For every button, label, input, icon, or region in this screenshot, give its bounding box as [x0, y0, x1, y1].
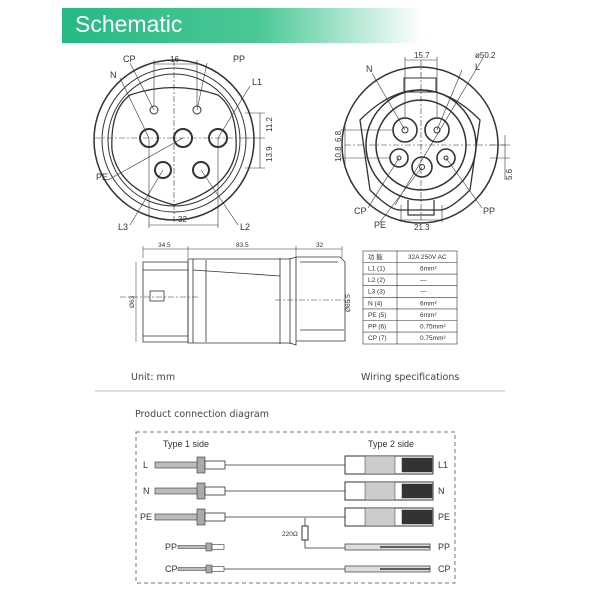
label-n: N — [110, 70, 117, 80]
type1-pin — [154, 513, 201, 521]
type1-pin — [154, 487, 201, 495]
left-pin-label: CP — [165, 564, 178, 574]
right-pin-label: PP — [438, 542, 450, 552]
table-cell-spec: 6mm² — [420, 312, 437, 319]
dim-top: 15.7 — [414, 51, 430, 60]
left-pin-label: L — [143, 460, 148, 470]
table-cell-spec: 0.75mm² — [420, 324, 446, 331]
table-cell-function: CP (7) — [368, 335, 387, 342]
dim-diameter: ø50.2 — [475, 51, 496, 60]
type2-side-label: Type 2 side — [368, 439, 414, 449]
dim-left-b: 10.8 — [334, 146, 343, 162]
label-pe: PE — [374, 220, 386, 230]
label-l1: L1 — [252, 77, 262, 87]
resistor-label: 220Ω — [282, 531, 298, 538]
table-cell-spec: — — [420, 289, 427, 296]
page-title: Schematic — [75, 11, 183, 37]
connection-row: CP CP — [165, 564, 451, 574]
dim-bottom: 32 — [178, 215, 187, 224]
connection-row: PE PE — [140, 507, 450, 527]
type1-pin — [154, 461, 201, 469]
table-cell-function: PE (5) — [368, 312, 386, 319]
left-pin-label: PP — [165, 542, 177, 552]
type1-pin — [177, 545, 207, 549]
connection-title: Product connection diagram — [135, 409, 269, 420]
label-cp: CP — [354, 206, 367, 216]
dim-right-a: 11.2 — [265, 116, 274, 132]
side-view: 34.5 83.5 32 Ø63 Ø65.5 — [120, 242, 352, 346]
left-pin-label: N — [143, 486, 150, 496]
wiring-table: 功 能 32A 250V AC L1 (1) 6mm² L2 (2) — L3 (3) —… — [362, 250, 458, 345]
dim-right-b: 13.9 — [265, 146, 274, 162]
table-cell-spec: 0.75mm² — [420, 335, 446, 342]
right-pin-label: PE — [438, 512, 450, 522]
table-header-spec: 32A 250V AC — [408, 254, 447, 261]
type1-pin — [177, 567, 207, 571]
label-l3: L3 — [118, 222, 128, 232]
dim-c: 32 — [316, 242, 324, 249]
label-pp: PP — [233, 54, 245, 64]
dim-right: 5.6 — [505, 168, 514, 180]
type2-face-view: N L CP PE PP 15.7 ø50.2 6.8 10.8 5.6 21.… — [334, 51, 514, 232]
left-pin-label: PE — [140, 512, 152, 522]
table-cell-function: PP (6) — [368, 324, 386, 331]
label-pp: PP — [483, 206, 495, 216]
dim-h-right: Ø65.5 — [345, 294, 352, 312]
label-cp: CP — [123, 54, 136, 64]
label-l: L — [475, 62, 480, 72]
table-cell-spec: 6mm² — [420, 266, 437, 273]
dim-left-a: 6.8 — [334, 130, 343, 142]
label-l2: L2 — [240, 222, 250, 232]
right-pin-label: CP — [438, 564, 451, 574]
connection-frame — [135, 431, 456, 584]
dim-top: 16 — [170, 55, 179, 64]
unit-label: Unit: mm — [131, 372, 175, 383]
type1-side-label: Type 1 side — [163, 439, 209, 449]
table-cell-function: L3 (3) — [368, 289, 385, 296]
dim-b: 83.5 — [236, 242, 249, 249]
table-header-function: 功 能 — [368, 252, 383, 261]
table-cell-spec: 6mm² — [420, 300, 437, 307]
label-pe: PE — [96, 172, 108, 182]
table-cell-function: L2 (2) — [368, 277, 385, 284]
connection-row: PP PP — [165, 542, 450, 552]
dim-bottom: 21.3 — [414, 223, 430, 232]
right-pin-label: L1 — [438, 460, 448, 470]
right-pin-label: N — [438, 486, 445, 496]
dim-a: 34.5 — [158, 242, 171, 249]
table-cell-spec: — — [420, 277, 427, 284]
header-banner: Schematic — [62, 8, 422, 43]
type1-face-view: CP PP N L1 PE L3 L2 16 11.2 13.9 32 — [93, 54, 274, 232]
wiring-caption: Wiring specifications — [361, 372, 459, 383]
dim-h-left: Ø63 — [129, 295, 136, 308]
table-cell-function: N (4) — [368, 300, 382, 307]
resistor — [301, 525, 309, 541]
label-n: N — [366, 64, 373, 74]
connection-row: L L1 — [143, 455, 448, 475]
table-cell-function: L1 (1) — [368, 266, 385, 273]
